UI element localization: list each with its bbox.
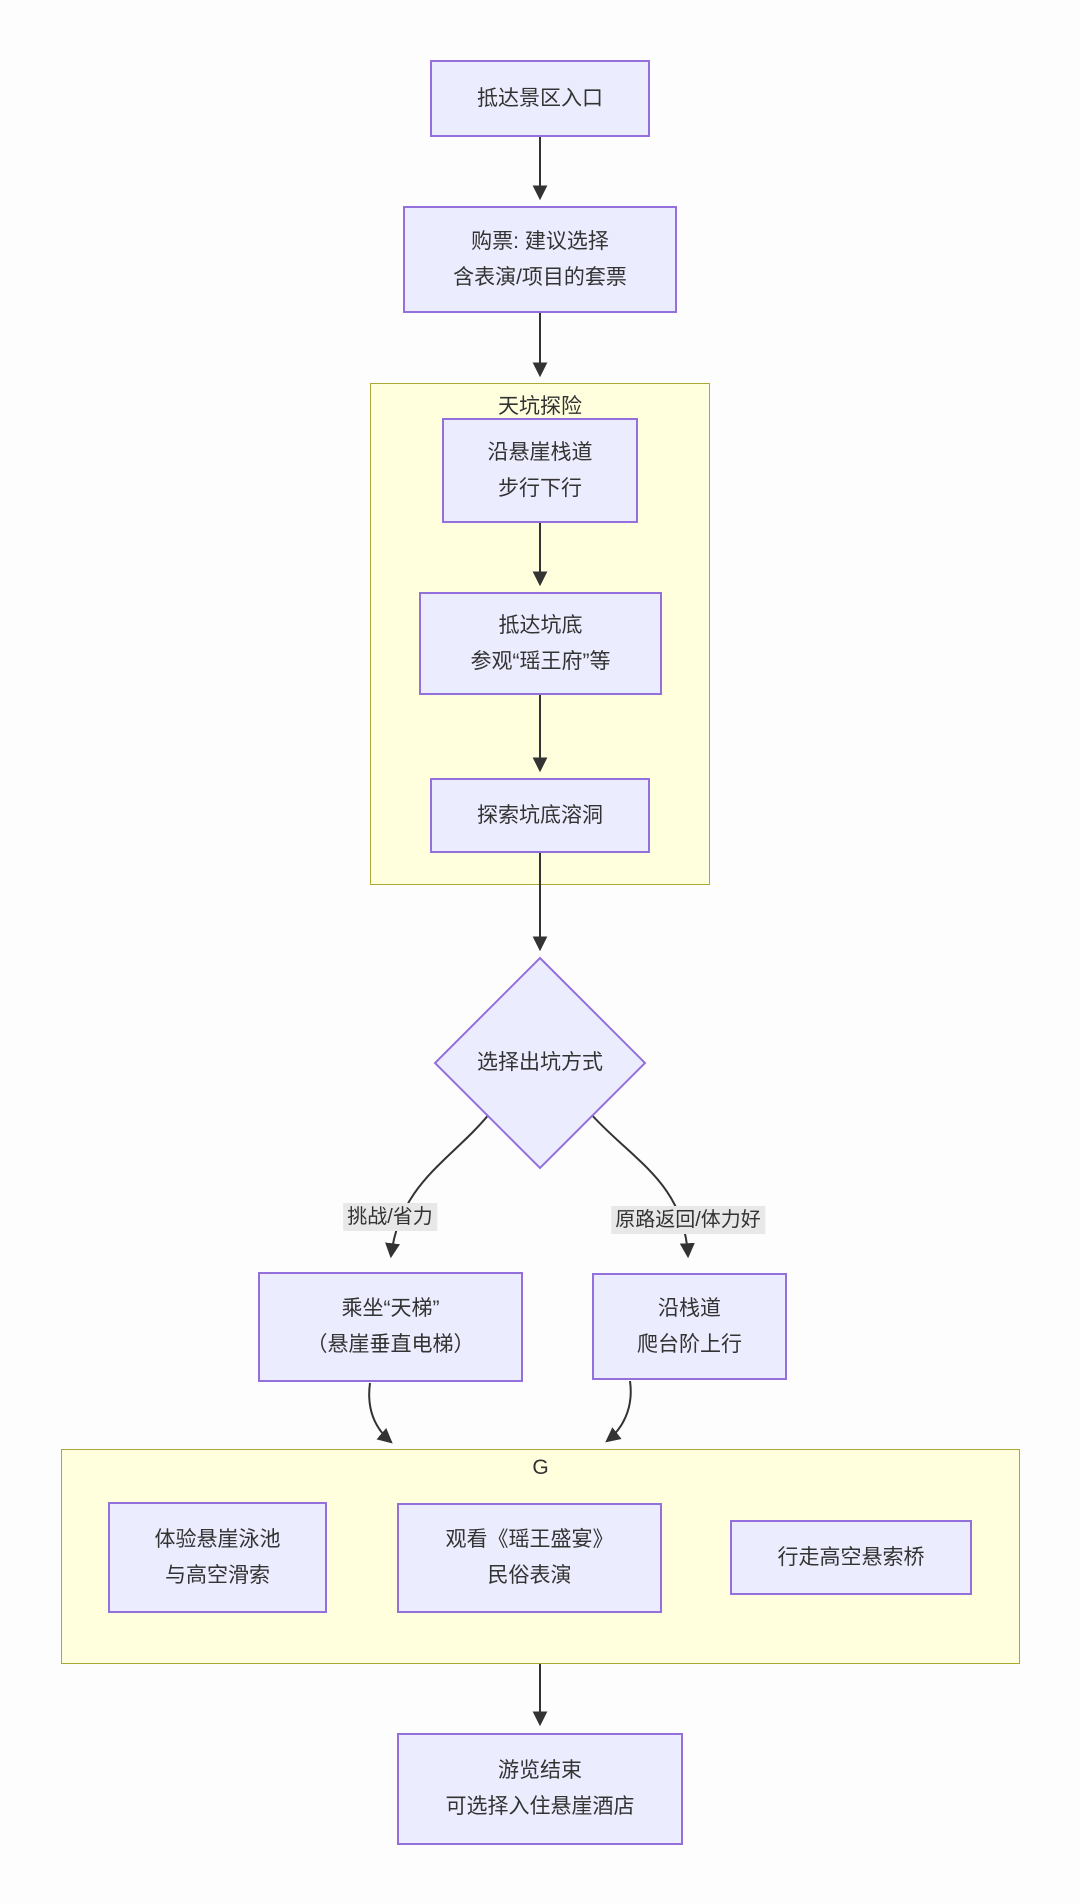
node-explore-cave-label: 探索坑底溶洞	[477, 803, 603, 827]
node-folk-show-line2: 民俗表演	[487, 1564, 572, 1587]
edge-decision-to-elevator	[385, 1112, 491, 1259]
node-cliff-pool-zipline-line1: 体验悬崖泳池	[154, 1527, 281, 1551]
cluster-tiankeng-title: 天坑探险	[498, 395, 582, 418]
node-reach-pit-bottom-line1: 抵达坑底	[498, 613, 583, 637]
node-buy-ticket-line2: 含表演/项目的套票	[453, 265, 627, 289]
edge-label-challenge-text: 挑战/省力	[347, 1206, 433, 1228]
decision-diamond-label: 选择出坑方式	[435, 1048, 645, 1078]
node-arrive-entrance-label: 抵达景区入口	[477, 86, 603, 110]
node-reach-pit-bottom-line2: 参观“瑶王府”等	[470, 649, 611, 673]
node-cliff-pool-zipline-line2: 与高空滑索	[165, 1563, 270, 1587]
node-sky-ladder-elevator-line1: 乘坐“天梯”	[341, 1297, 440, 1320]
edge-label-challenge: 挑战/省力	[343, 1203, 437, 1231]
node-buy-ticket-line1: 购票: 建议选择	[471, 229, 609, 253]
node-walk-down-plank: 沿悬崖栈道 步行下行	[442, 418, 638, 523]
node-climb-stairs-up-line1: 沿栈道	[658, 1296, 721, 1320]
node-buy-ticket: 购票: 建议选择 含表演/项目的套票	[403, 206, 677, 313]
node-tour-end-hotel-line2: 可选择入住悬崖酒店	[445, 1795, 635, 1818]
node-cliff-pool-zipline: 体验悬崖泳池 与高空滑索	[108, 1502, 327, 1613]
edge-label-original-route-text: 原路返回/体力好	[615, 1209, 761, 1231]
node-reach-pit-bottom: 抵达坑底 参观“瑶王府”等	[419, 592, 662, 695]
edge-label-original-route: 原路返回/体力好	[611, 1206, 765, 1234]
cluster-g-title: G	[532, 1456, 549, 1479]
node-sky-ladder-elevator: 乘坐“天梯” （悬崖垂直电梯）	[258, 1272, 523, 1382]
node-climb-stairs-up-line2: 爬台阶上行	[637, 1332, 742, 1356]
node-climb-stairs-up: 沿栈道 爬台阶上行	[592, 1273, 787, 1380]
edge-elevator-to-g	[368, 1382, 393, 1444]
node-tour-end-hotel-line1: 游览结束	[498, 1759, 582, 1782]
node-arrive-entrance: 抵达景区入口	[430, 60, 650, 137]
node-rope-bridge: 行走高空悬索桥	[730, 1520, 972, 1595]
node-rope-bridge-label: 行走高空悬索桥	[777, 1545, 925, 1569]
node-sky-ladder-elevator-line2: （悬崖垂直电梯）	[306, 1333, 475, 1356]
node-folk-show-line1: 观看《瑶王盛宴》	[445, 1528, 614, 1551]
edge-decision-to-climb	[589, 1112, 695, 1259]
node-walk-down-plank-line1: 沿悬崖栈道	[487, 440, 593, 464]
node-walk-down-plank-line2: 步行下行	[498, 476, 582, 500]
edge-climb-to-g	[605, 1380, 632, 1443]
decision-diamond-text: 选择出坑方式	[477, 1051, 603, 1074]
node-folk-show: 观看《瑶王盛宴》 民俗表演	[397, 1503, 662, 1613]
node-tour-end-hotel: 游览结束 可选择入住悬崖酒店	[397, 1733, 683, 1845]
node-explore-cave: 探索坑底溶洞	[430, 778, 650, 853]
